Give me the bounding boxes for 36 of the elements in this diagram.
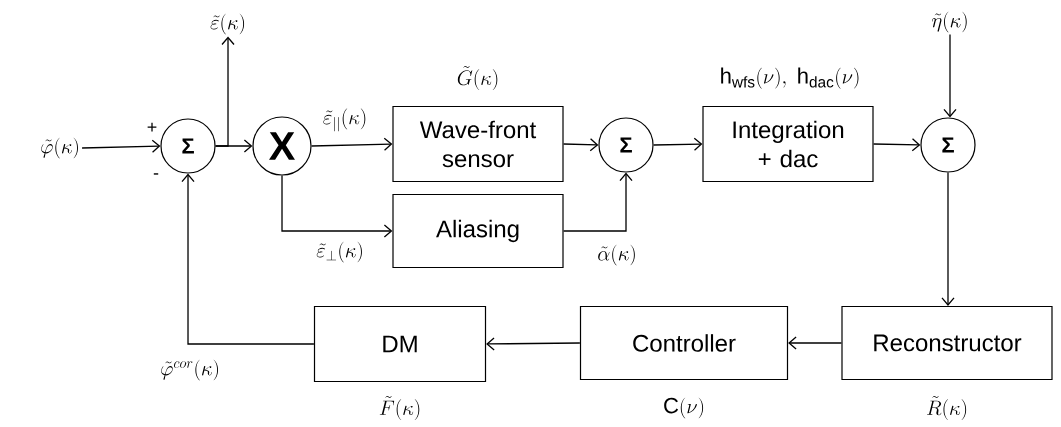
arrow xyxy=(941,171,955,306)
block-box: DM xyxy=(313,305,487,383)
block-box: Aliasing xyxy=(392,193,564,269)
transfer-function-label: $\tilde{G}(\kappa)$ xyxy=(457,66,498,91)
signal-label: $\tilde{\varphi}(\kappa)$ xyxy=(41,137,78,159)
transfer-function-label: $\tilde{R}(\kappa)$ xyxy=(926,396,967,420)
arrow xyxy=(562,172,633,232)
transfer-function-label: $\tilde{F}(\kappa)$ xyxy=(379,396,420,420)
signal-label: $\tilde{\varepsilon}(\kappa)$ xyxy=(210,13,245,35)
signal-label: $\tilde{\varepsilon}_{\perp}(\kappa)$ xyxy=(315,240,365,264)
arrow xyxy=(872,138,921,152)
signal-label: $\tilde{\alpha}(\kappa)$ xyxy=(596,243,638,267)
block-box: Wave-front sensor xyxy=(392,105,564,183)
summing-junction: Σ xyxy=(598,117,654,173)
arrow xyxy=(652,137,703,151)
block-box: Controller xyxy=(579,305,789,381)
arrow xyxy=(943,33,957,118)
sign-label: + xyxy=(147,122,157,132)
summing-junction: Σ xyxy=(920,117,976,173)
transfer-function-label: $\mathrm{C}(\nu)$ xyxy=(664,397,704,419)
arrow xyxy=(788,336,843,350)
signal-label: $\tilde{\eta}(\kappa)$ xyxy=(932,11,967,33)
sign-label: - xyxy=(153,173,159,175)
transfer-function-label: $\mathrm{h}_{\mathrm{wfs}}(\nu),\ \mathrm{h}_{\mathrm{dac}}(\nu)$ xyxy=(721,67,859,89)
signal-label: $\tilde{\varphi}^{cor}(\kappa)$ xyxy=(159,358,221,382)
summing-junction: Σ xyxy=(160,118,216,174)
arrow xyxy=(310,137,393,151)
arrow xyxy=(562,138,599,152)
block-box: Reconstructor xyxy=(841,305,1053,381)
arrow xyxy=(181,173,315,345)
arrow xyxy=(81,139,161,153)
arrow xyxy=(281,174,393,238)
signal-label: $\tilde{\varepsilon}_{||}(\kappa)$ xyxy=(321,107,369,133)
block-box: Integration + dac xyxy=(702,105,874,183)
arrow xyxy=(486,337,581,351)
arrow xyxy=(214,139,253,153)
